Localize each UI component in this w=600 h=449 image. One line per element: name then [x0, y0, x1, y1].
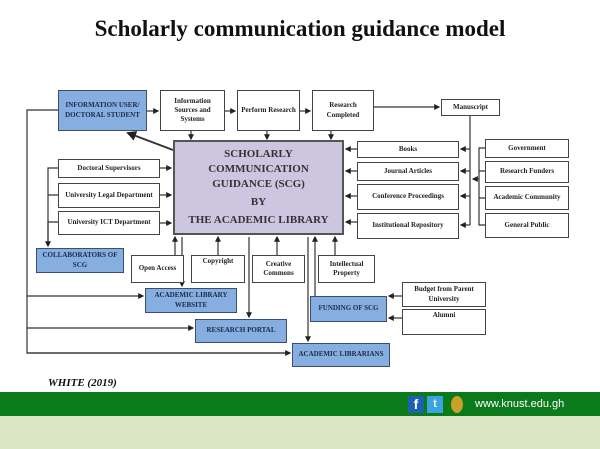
- knust-crest-icon: [451, 396, 463, 413]
- creative-commons-box: Creative Commons: [252, 255, 305, 283]
- collaborators-box: COLLABORATORS OF SCG: [36, 248, 124, 273]
- perform-research-box: Perform Research: [237, 90, 300, 131]
- conference-box: Conference Proceedings: [357, 184, 459, 210]
- academic-librarians-box: ACADEMIC LIBRARIANS: [292, 343, 390, 367]
- scg-line: BY: [250, 195, 267, 208]
- citation: WHITE (2019): [48, 377, 117, 389]
- scg-line: COMMUNICATION: [208, 163, 309, 176]
- footer-bar: [0, 392, 600, 416]
- ict-box: University ICT Department: [58, 211, 160, 235]
- library-website-box: ACADEMIC LIBRARY WEBSITE: [145, 288, 237, 313]
- books-box: Books: [357, 141, 459, 158]
- scg-line: GUIDANCE (SCG): [212, 178, 305, 191]
- research-completed-box: Research Completed: [312, 90, 374, 131]
- repository-box: Institutional Repository: [357, 213, 459, 239]
- alumni-box: Alumni: [402, 309, 486, 335]
- slide-title: Scholarly communication guidance model: [94, 16, 506, 41]
- info-sources-box: Information Sources and Systems: [160, 90, 225, 131]
- twitter-icon[interactable]: t: [427, 396, 443, 413]
- website-url[interactable]: www.knust.edu.gh: [475, 398, 565, 410]
- footer-band: [0, 416, 600, 449]
- supervisors-box: Doctoral Supervisors: [58, 159, 160, 178]
- community-box: Academic Community: [485, 186, 569, 210]
- info-user-box: INFORMATION USER/ DOCTORAL STUDENT: [58, 90, 147, 131]
- legal-box: University Legal Department: [58, 183, 160, 208]
- copyright-box: Copyright: [191, 255, 245, 283]
- funding-box: FUNDING OF SCG: [310, 296, 387, 322]
- intellectual-property-box: Intellectual Property: [318, 255, 375, 283]
- scg-line: SCHOLARLY: [224, 148, 293, 161]
- government-box: Government: [485, 139, 569, 158]
- facebook-icon[interactable]: f: [408, 396, 424, 413]
- funders-box: Research Funders: [485, 161, 569, 183]
- journal-box: Journal Articles: [357, 162, 459, 181]
- scg-line: THE ACADEMIC LIBRARY: [188, 213, 329, 226]
- scg-central-box: SCHOLARLY COMMUNICATION GUIDANCE (SCG) B…: [173, 140, 344, 235]
- public-box: General Public: [485, 213, 569, 238]
- open-access-box: Open Access: [131, 255, 184, 283]
- budget-box: Budget from Parent University: [402, 282, 486, 307]
- research-portal-box: RESEARCH PORTAL: [195, 319, 287, 343]
- manuscript-box: Manuscript: [441, 99, 500, 116]
